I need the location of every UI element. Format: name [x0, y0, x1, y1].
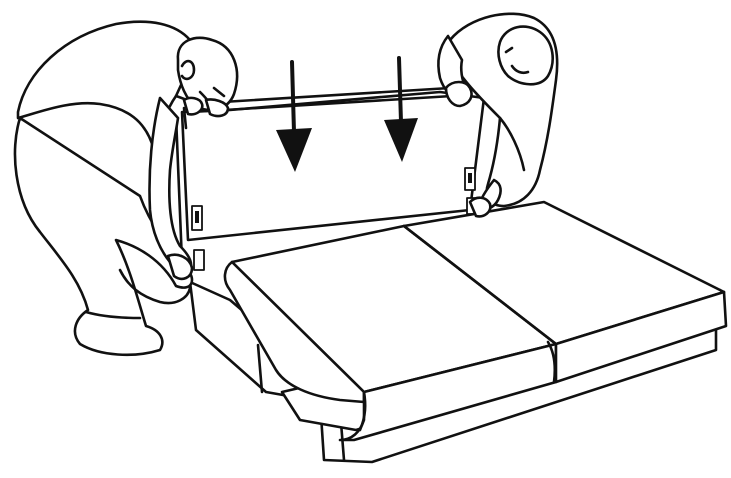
hinge-bracket-left-lower: [194, 250, 204, 270]
sofa-bed: [190, 202, 726, 462]
hinge-bracket-right-upper: [465, 168, 475, 190]
hinge-bracket-left-upper: [192, 206, 202, 230]
